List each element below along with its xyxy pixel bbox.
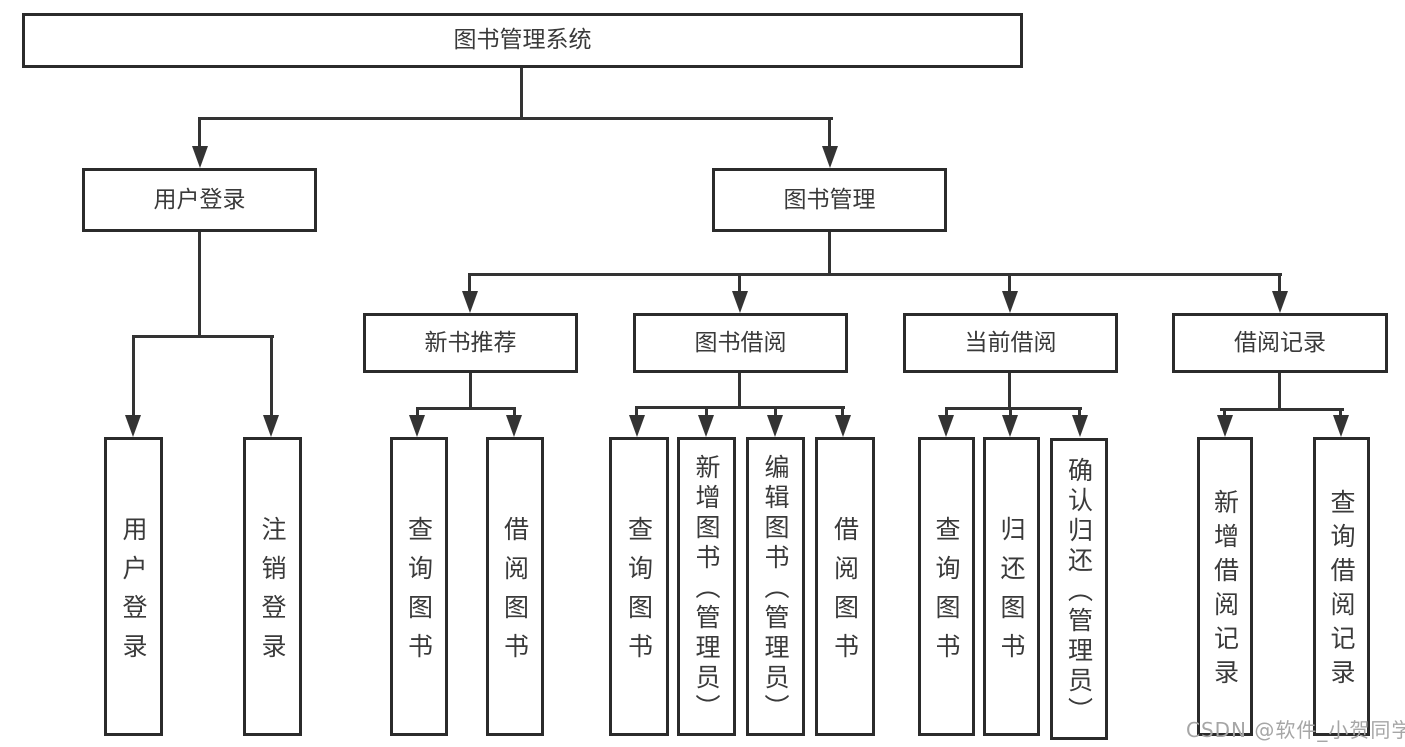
connector-userlogin-crossbar	[132, 335, 274, 338]
connector-tail-leaf	[132, 335, 135, 417]
leaf-return-books: 归还图书	[983, 437, 1040, 736]
connector-currentborrow-crossbar	[945, 407, 1082, 410]
connector-bookmgmt-crossbar	[468, 273, 1282, 276]
watermark: CSDN @软件_小贺同学	[1186, 718, 1405, 742]
connector-tail-leaf	[841, 406, 844, 417]
node-current-borrow: 当前借阅	[903, 313, 1118, 373]
leaf-query-borrow-record: 查询借阅记录	[1313, 437, 1370, 736]
node-root: 图书管理系统	[22, 13, 1023, 68]
connector-tail-leaf	[513, 407, 516, 417]
connector-borrowrecords-stem	[1278, 373, 1281, 408]
node-book-mgmt: 图书管理	[712, 168, 947, 232]
arrowhead-down-icon	[462, 291, 478, 313]
arrowhead-down-icon	[1072, 415, 1088, 437]
arrowhead-down-icon	[1002, 415, 1018, 437]
arrowhead-down-icon	[192, 146, 208, 168]
connector-tail-leaf	[1223, 408, 1226, 417]
leaf-confirm-return-admin: 确认归还（管理员）	[1050, 438, 1108, 740]
connector-tail-leaf	[774, 406, 777, 417]
leaf-add-borrow-record: 新增借阅记录	[1197, 437, 1253, 736]
connector-tail-leaf	[1078, 407, 1081, 417]
connector-userlogin-stem	[198, 232, 201, 335]
connector-tail-currentborrow	[1008, 273, 1011, 295]
arrowhead-down-icon	[767, 415, 783, 437]
arrowhead-down-icon	[835, 415, 851, 437]
node-book-borrow: 图书借阅	[633, 313, 848, 373]
arrowhead-down-icon	[1002, 291, 1018, 313]
arrowhead-down-icon	[698, 415, 714, 437]
arrowhead-down-icon	[125, 415, 141, 437]
leaf-query-books: 查询图书	[390, 437, 448, 736]
connector-tail-leaf	[705, 406, 708, 417]
connector-tail-leaf	[1009, 407, 1012, 417]
leaf-user-login: 用户登录	[104, 437, 163, 736]
node-user-login: 用户登录	[82, 168, 317, 232]
connector-tail-leaf	[1339, 408, 1342, 417]
connector-tail-leaf	[270, 335, 273, 417]
connector-tail-book-mgmt	[828, 117, 831, 149]
node-new-books: 新书推荐	[363, 313, 578, 373]
connector-root-crossbar	[198, 117, 833, 120]
arrowhead-down-icon	[938, 415, 954, 437]
connector-tail-borrowrecords	[1278, 273, 1281, 295]
connector-tail-user-login	[198, 117, 201, 149]
arrowhead-down-icon	[1333, 415, 1349, 437]
leaf-borrow-books: 借阅图书	[815, 437, 875, 736]
connector-tail-newbooks	[468, 273, 471, 295]
connector-bookborrow-stem	[738, 373, 741, 406]
arrowhead-down-icon	[732, 291, 748, 313]
node-borrow-records: 借阅记录	[1172, 313, 1388, 373]
arrowhead-down-icon	[263, 415, 279, 437]
connector-newbooks-stem	[469, 373, 472, 407]
connector-currentborrow-stem	[1008, 373, 1011, 407]
arrowhead-down-icon	[822, 146, 838, 168]
leaf-edit-books-admin: 编辑图书（管理员）	[746, 437, 805, 736]
arrowhead-down-icon	[506, 415, 522, 437]
connector-root-stem	[520, 68, 523, 117]
connector-bookmgmt-stem	[828, 232, 831, 273]
connector-borrowrecords-crossbar	[1220, 408, 1344, 411]
arrowhead-down-icon	[1272, 291, 1288, 313]
connector-tail-leaf	[416, 407, 419, 417]
leaf-borrow-books: 借阅图书	[486, 437, 544, 736]
connector-tail-bookborrow	[738, 273, 741, 295]
arrowhead-down-icon	[629, 415, 645, 437]
arrowhead-down-icon	[409, 415, 425, 437]
connector-bookborrow-crossbar	[635, 406, 845, 409]
leaf-query-books: 查询图书	[918, 437, 975, 736]
connector-tail-leaf	[945, 407, 948, 417]
leaf-logout: 注销登录	[243, 437, 302, 736]
connector-tail-leaf	[635, 406, 638, 417]
leaf-query-books: 查询图书	[609, 437, 669, 736]
arrowhead-down-icon	[1217, 415, 1233, 437]
leaf-add-books-admin: 新增图书（管理员）	[677, 437, 736, 736]
connector-newbooks-crossbar	[416, 407, 516, 410]
